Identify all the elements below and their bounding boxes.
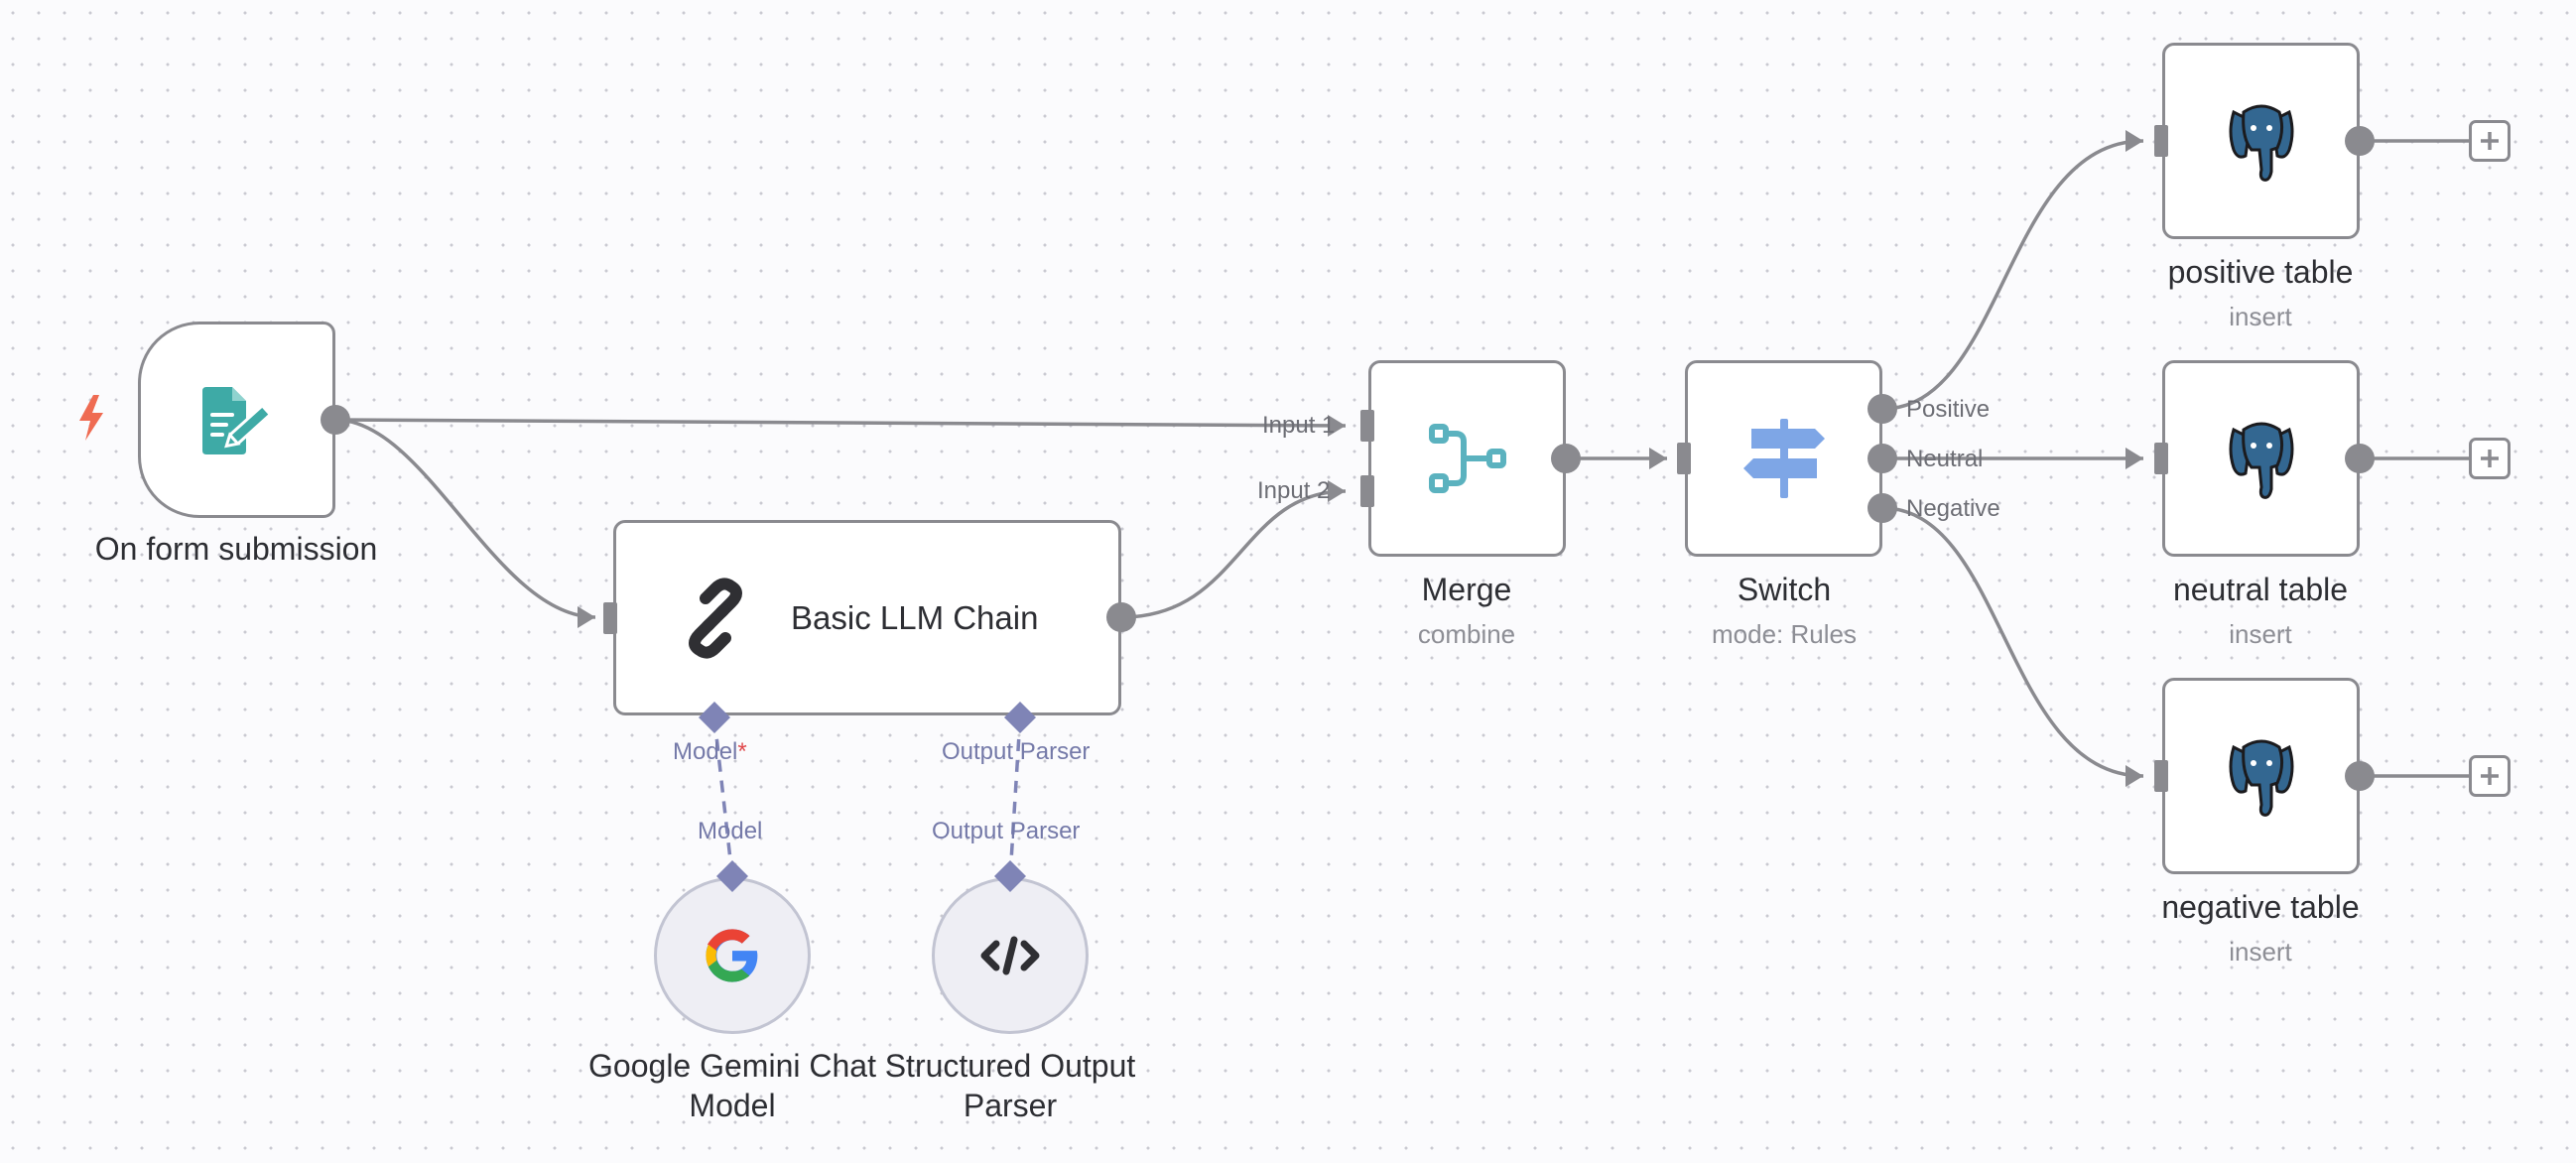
edge-trigger-to-chain [334,418,596,619]
parser-connection-label: Output Parser [932,818,1081,844]
llm-chain-output-port[interactable] [1105,601,1137,633]
arrowhead-merge-input-2 [1328,480,1346,502]
edge-trigger-to-merge [334,418,1347,428]
llm-chain-title: Basic LLM Chain [791,598,1039,636]
arrowhead-switch-input [1649,448,1667,469]
code-brackets-icon [980,936,1040,975]
llm-chain-input-port[interactable] [595,601,619,635]
switch-positive-label: Positive [1906,396,1991,423]
node-neutral-table[interactable] [2162,360,2360,557]
merge-input-1-label: Input 1 [1262,412,1336,439]
node-negative-table[interactable] [2162,678,2360,874]
edge-switch-negative [1881,506,2144,778]
merge-output-port[interactable] [1550,443,1582,474]
arrowhead-chain-input [578,606,595,628]
switch-positive-port[interactable] [1867,393,1898,425]
postgres-elephant-icon [2229,422,2293,499]
switch-input-port[interactable] [1669,442,1693,475]
edge-chain-to-merge [1120,489,1347,619]
negative-table-output-port[interactable] [2344,760,2376,792]
neutral-table-input-port[interactable] [2146,442,2170,475]
merge-sublabel: combine [1417,619,1516,649]
llm-chain-parser-port[interactable] [1003,701,1037,734]
merge-input-2-port[interactable] [1352,474,1376,508]
signpost-icon [1742,419,1825,498]
required-marker: * [737,738,747,765]
connection-label-output-parser: Output Parser [942,738,1091,765]
switch-negative-label: Negative [1906,495,2000,522]
gemini-output-port[interactable] [715,859,749,893]
arrowhead-positive-input [2125,130,2143,152]
arrowhead-merge-input-1 [1328,415,1346,437]
neutral-table-sublabel: insert [2229,619,2292,649]
plus-icon [2481,450,2499,467]
form-trigger-label: On form submission [94,531,378,567]
node-form-trigger[interactable] [138,322,335,518]
positive-table-add-button[interactable] [2469,120,2511,162]
merge-input-2-label: Input 2 [1257,477,1331,504]
form-trigger-output-port[interactable] [320,404,351,436]
switch-neutral-label: Neutral [1906,446,1984,472]
merge-icon [1428,424,1506,493]
postgres-elephant-icon [2229,739,2293,817]
plus-icon [2481,132,2499,150]
positive-table-output-port[interactable] [2344,125,2376,157]
form-document-icon [201,387,271,454]
switch-sublabel: mode: Rules [1712,619,1857,649]
arrowhead-neutral-input [2125,448,2143,469]
parser-label: Structured Output Parser [884,1048,1136,1123]
switch-negative-port[interactable] [1867,492,1898,524]
positive-table-label: positive table [2167,254,2354,290]
chain-link-icon [689,577,742,659]
merge-label: Merge [1421,572,1512,607]
node-structured-output-parser[interactable] [932,877,1089,1034]
node-google-gemini-chat-model[interactable] [654,877,811,1034]
switch-label: Switch [1737,572,1832,607]
parser-output-port[interactable] [993,859,1027,893]
node-positive-table[interactable] [2162,43,2360,239]
positive-table-sublabel: insert [2229,302,2292,331]
ai-edge-parser [1008,717,1022,878]
negative-table-sublabel: insert [2229,937,2292,967]
trigger-bolt-icon [79,395,103,441]
negative-table-input-port[interactable] [2146,759,2170,793]
neutral-table-output-port[interactable] [2344,443,2376,474]
negative-table-label: negative table [2161,889,2360,925]
plus-icon [2481,767,2499,785]
neutral-table-add-button[interactable] [2469,438,2511,479]
neutral-table-label: neutral table [2172,572,2349,607]
switch-neutral-port[interactable] [1867,443,1898,474]
merge-input-1-port[interactable] [1352,409,1376,443]
gemini-label: Google Gemini Chat Model [588,1048,876,1123]
ai-edge-model [712,717,734,878]
connection-label-model: Model* [673,738,747,765]
node-switch[interactable] [1685,360,1882,557]
node-merge[interactable] [1368,360,1566,557]
edge-switch-positive [1881,139,2144,411]
negative-table-add-button[interactable] [2469,755,2511,797]
llm-chain-model-port[interactable] [698,701,731,734]
google-g-icon [706,929,758,982]
arrowhead-negative-input [2125,765,2143,787]
gemini-connection-label: Model [698,818,763,844]
node-basic-llm-chain[interactable]: Basic LLM Chain [613,520,1121,715]
positive-table-input-port[interactable] [2146,124,2170,158]
postgres-elephant-icon [2229,104,2293,182]
